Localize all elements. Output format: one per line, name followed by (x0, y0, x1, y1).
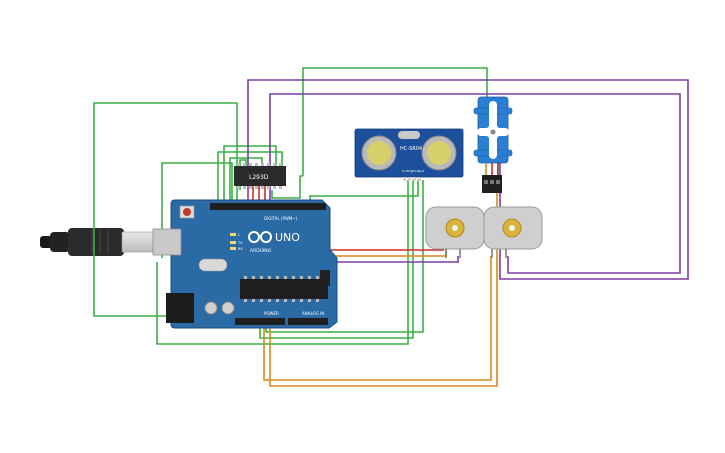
sensor-pin-label: Vcc (402, 169, 408, 173)
hc-sr04-sensor[interactable]: HC-SR04 Vcc Trig Echo Gnd (354, 128, 464, 181)
sensor-crystal (398, 131, 420, 139)
digital-label: DIGITAL (PWM~) (264, 216, 298, 221)
board-brand-label: ARDUINO (250, 248, 272, 254)
atmega-chip (240, 279, 328, 299)
power-label: POWER (264, 311, 279, 316)
led-rx (230, 247, 236, 250)
capacitor (221, 301, 235, 315)
analog-label: ANALOG IN (302, 311, 324, 316)
led-l (230, 233, 236, 236)
servo-motor[interactable] (473, 96, 513, 193)
power-header[interactable] (235, 318, 285, 325)
crystal (198, 258, 228, 272)
arduino-logo-icon (248, 231, 272, 243)
driver-label: L293D (249, 174, 269, 181)
digital-header[interactable] (210, 203, 326, 210)
l-label: L (238, 233, 240, 237)
dc-motor-right[interactable] (483, 206, 543, 258)
rx-label: RX (238, 247, 243, 251)
arduino-uno-board[interactable]: UNO ARDUINO DIGITAL (PWM~) POWER ANALOG … (152, 199, 338, 329)
board-model-label: UNO (275, 231, 300, 244)
icsp-header (320, 270, 330, 286)
tx-label: TX (237, 241, 243, 245)
sensor-pins[interactable] (403, 177, 421, 181)
power-jack (166, 293, 194, 323)
usb-jack (152, 228, 182, 256)
sensor-label: HC-SR04 (400, 146, 422, 152)
chip-pins (244, 276, 319, 302)
sensor-pin-label: Trig (406, 169, 412, 173)
usb-cable (40, 228, 155, 256)
sensor-pin-label: Gnd (418, 169, 424, 173)
l293d-driver-chip[interactable]: L293D (234, 163, 286, 189)
analog-header[interactable] (288, 318, 328, 325)
dc-motor-left[interactable] (425, 206, 485, 258)
sensor-pin-label: Echo (412, 169, 419, 173)
capacitor (204, 301, 218, 315)
led-tx (230, 241, 236, 244)
